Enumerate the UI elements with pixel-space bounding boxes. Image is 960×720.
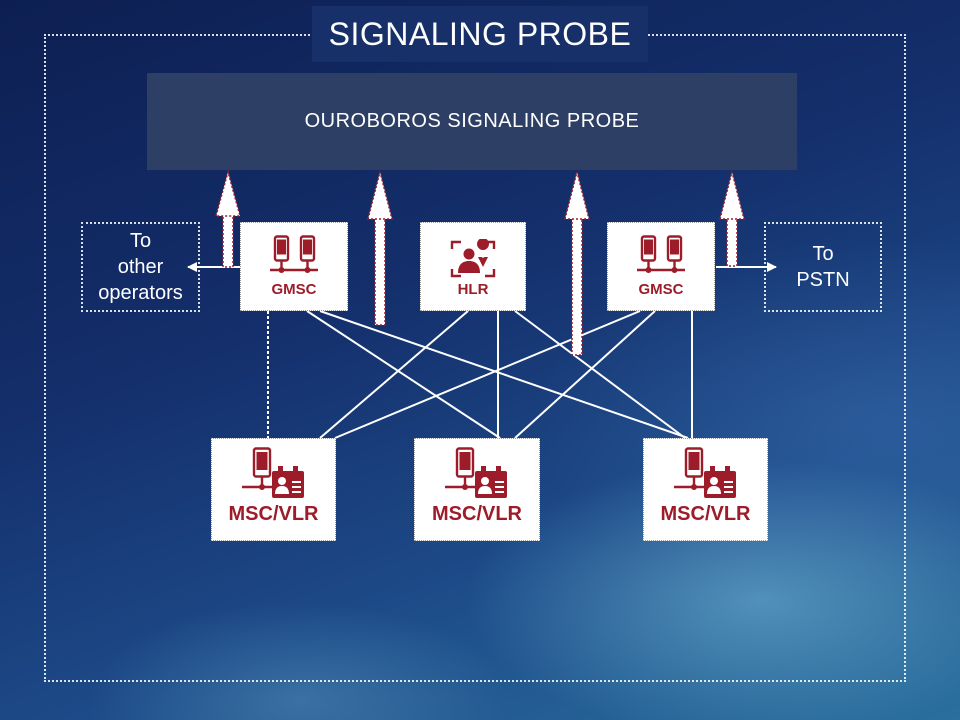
link-gmscr-mscc: [514, 310, 656, 439]
gmsc-label: GMSC: [271, 281, 317, 298]
link-gmscl-mscr: [319, 310, 689, 439]
external-pstn: To PSTN: [764, 222, 882, 312]
node-msc-vlr-right[interactable]: MSC/VLR: [643, 438, 768, 541]
probe-tap-arrow: [367, 171, 393, 326]
node-gmsc-left[interactable]: GMSC: [240, 222, 348, 311]
page-title: SIGNALING PROBE: [312, 6, 648, 62]
external-other-operators: To other operators: [81, 222, 200, 312]
probe-bar: OUROBOROS SIGNALING PROBE: [147, 73, 797, 170]
ext-left-line-3: operators: [98, 282, 183, 304]
two-phones-network-icon: [637, 235, 685, 273]
link-hlr-mscr: [514, 310, 686, 439]
ext-right-line-1: To: [812, 243, 834, 265]
node-msc-vlr-left[interactable]: MSC/VLR: [211, 438, 336, 541]
node-msc-vlr-center[interactable]: MSC/VLR: [414, 438, 540, 541]
probe-tap-arrow: [215, 169, 241, 268]
msc-vlr-label: MSC/VLR: [660, 503, 751, 525]
ext-right-line-2: PSTN: [796, 269, 850, 291]
phone-and-id-card-icon: [445, 447, 507, 498]
link-gmscr-mscl: [334, 310, 641, 439]
node-gmsc-right[interactable]: GMSC: [607, 222, 715, 311]
hlr-label: HLR: [457, 281, 489, 298]
probe-tap-arrow: [719, 171, 745, 267]
phone-and-id-card-icon: [673, 447, 736, 498]
msc-vlr-label: MSC/VLR: [228, 503, 319, 525]
phone-and-id-card-icon: [241, 447, 304, 498]
probe-tap-arrow: [564, 171, 590, 356]
location-register-icon: [450, 239, 496, 278]
node-hlr[interactable]: HLR: [420, 222, 526, 311]
two-phones-network-icon: [270, 235, 318, 273]
ext-left-line-1: To: [129, 230, 152, 252]
link-hlr-mscl: [319, 310, 469, 439]
link-gmscl-mscc: [306, 310, 501, 439]
msc-vlr-label: MSC/VLR: [432, 503, 522, 525]
ext-left-line-2: other: [117, 256, 164, 278]
gmsc-label: GMSC: [638, 281, 684, 298]
